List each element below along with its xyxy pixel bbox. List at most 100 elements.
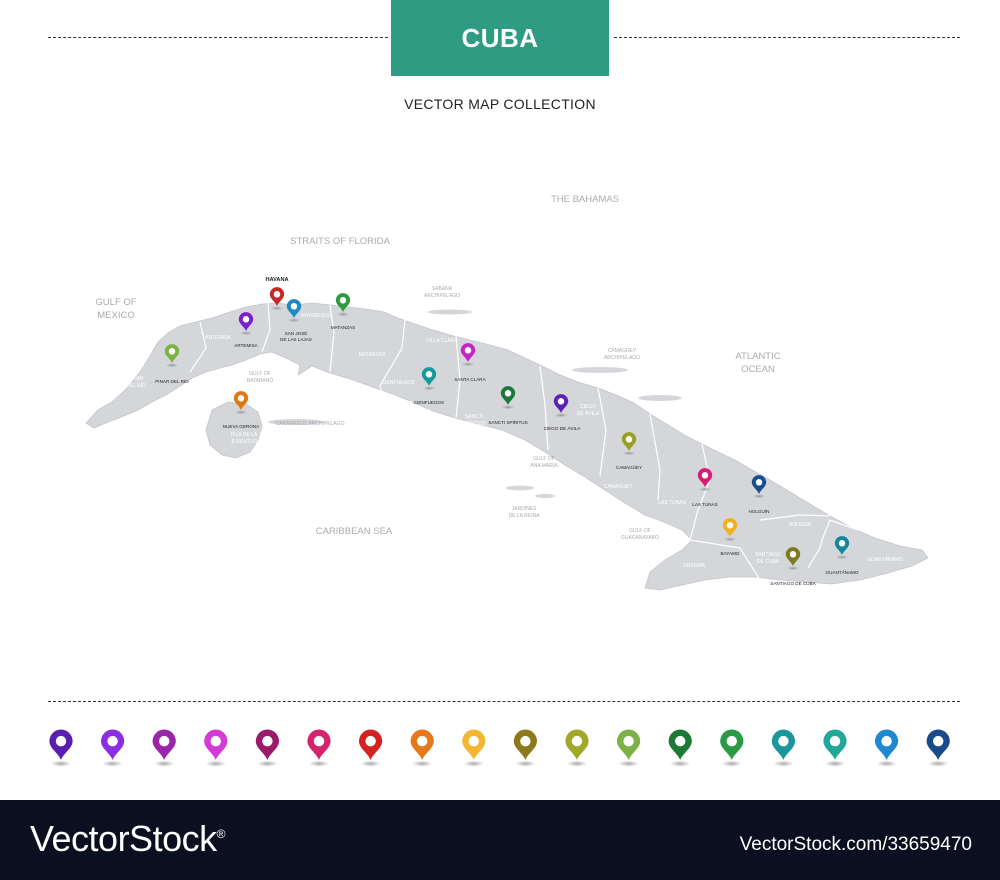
palette-pin-p06[interactable] bbox=[307, 729, 331, 767]
label-atlantic-1: ATLANTIC bbox=[735, 351, 780, 362]
palette-pin-p17[interactable] bbox=[875, 729, 899, 767]
city-label-santiago-de-cuba: SANTIAGO DE CUBA bbox=[770, 581, 816, 586]
cuba-map: THE BAHAMAS STRAITS OF FLORIDA GULF OF M… bbox=[49, 194, 950, 767]
city-pin-sancti-spiritus[interactable] bbox=[500, 386, 516, 410]
city-pin-santa-clara[interactable] bbox=[460, 343, 476, 367]
province-isla-2: JUVENTUD bbox=[231, 439, 258, 445]
label-guacanayabo-1: GULF OF bbox=[629, 528, 651, 534]
city-label-pinar-del-rio: PINAR DEL RÍO bbox=[155, 378, 189, 384]
palette-pin-p02[interactable] bbox=[101, 729, 125, 767]
footer-bar: VectorStock® VectorStock.com/33659470 bbox=[0, 800, 1000, 880]
province-las-tunas: LAS TUNAS bbox=[658, 500, 686, 506]
cuba-main-island bbox=[85, 302, 929, 591]
province-sancti-2: SPÍRITUS bbox=[462, 420, 486, 427]
label-sabana-1: SABANA bbox=[432, 286, 453, 292]
province-mayabeque: MAYABEQUE bbox=[301, 313, 333, 319]
palette-pin-p12[interactable] bbox=[617, 729, 641, 767]
palette-pin-p07[interactable] bbox=[359, 729, 383, 767]
province-pinar-2: DEL RÍO bbox=[126, 382, 146, 389]
palette-pin-p18[interactable] bbox=[926, 729, 950, 767]
city-pin-artemisa[interactable] bbox=[238, 312, 254, 336]
palette-pin-p03[interactable] bbox=[152, 729, 176, 767]
city-label-guantanamo: GUANTÁNAMO bbox=[826, 569, 859, 575]
province-ciego-1: CIEGO bbox=[580, 404, 596, 410]
top-left-dashed-line bbox=[48, 37, 388, 38]
palette-pin-p16[interactable] bbox=[823, 729, 847, 767]
registered-mark: ® bbox=[216, 827, 226, 841]
city-label-ciego-de-avila: CIEGO DE ÁVILA bbox=[544, 425, 582, 431]
map-title-banner: CUBA bbox=[391, 0, 609, 76]
city-pin-guantanamo[interactable] bbox=[834, 536, 850, 560]
label-bahamas: THE BAHAMAS bbox=[551, 194, 619, 205]
city-pin-ciego-de-avila[interactable] bbox=[553, 394, 569, 418]
province-santiago-1: SANTIAGO bbox=[755, 552, 781, 558]
province-isla-1: ISLA DE LA bbox=[231, 432, 258, 438]
province-pinar-1: PINAR bbox=[128, 376, 144, 382]
province-artemisa: ARTEMISA bbox=[205, 335, 231, 341]
palette-pin-p10[interactable] bbox=[513, 729, 537, 767]
label-gulf-of-mexico-2: MEXICO bbox=[97, 310, 134, 321]
province-sancti-1: SANCTI bbox=[465, 414, 483, 420]
city-label-bayamo: BAYAMO bbox=[721, 551, 740, 556]
province-cienfuegos: CIENFUEGOS bbox=[381, 380, 415, 386]
city-pin-nueva-gerona[interactable] bbox=[233, 391, 249, 415]
palette-pin-p05[interactable] bbox=[255, 729, 280, 767]
palette-pin-p08[interactable] bbox=[410, 729, 434, 767]
city-pin-havana[interactable] bbox=[269, 287, 285, 311]
palette-pin-p04[interactable] bbox=[204, 729, 228, 767]
city-label-matanzas: MATANZAS bbox=[331, 325, 355, 330]
brand-name: VectorStock bbox=[30, 818, 217, 859]
pin-palette bbox=[49, 729, 950, 767]
top-right-dashed-line bbox=[614, 37, 960, 38]
label-ana-maria-1: GULF OF bbox=[533, 456, 555, 462]
province-ciego-2: DE ÁVILA bbox=[577, 410, 600, 417]
label-jardines-2: DE LA REINA bbox=[509, 513, 541, 519]
city-label-holguin: HOLGUÍN bbox=[749, 508, 770, 514]
palette-pin-p13[interactable] bbox=[668, 729, 692, 767]
label-sabana-2: ARCHIPELAGO bbox=[424, 293, 460, 299]
city-pin-matanzas[interactable] bbox=[335, 293, 351, 317]
label-gulf-of-mexico-1: GULF OF bbox=[95, 297, 136, 308]
city-label-san-jose: SAN JOSÉ bbox=[285, 330, 308, 336]
image-url[interactable]: VectorStock.com/33659470 bbox=[739, 834, 972, 855]
city-pin-santiago-de-cuba[interactable] bbox=[785, 547, 801, 571]
vectorstock-logo[interactable]: VectorStock® bbox=[30, 818, 225, 860]
city-label-las-tunas: LAS TUNAS bbox=[692, 502, 717, 507]
label-camaguey-arch-1: CAMAGÜEY bbox=[608, 347, 637, 354]
city-pin-cienfuegos[interactable] bbox=[421, 367, 437, 391]
city-pin-bayamo[interactable] bbox=[722, 518, 738, 542]
label-ana-maria-2: ANA MARÍA bbox=[530, 462, 558, 469]
palette-pin-p11[interactable] bbox=[565, 729, 589, 767]
city-label-havana: HAVANA bbox=[265, 277, 288, 283]
palette-pin-p15[interactable] bbox=[771, 729, 795, 767]
water-labels: THE BAHAMAS STRAITS OF FLORIDA GULF OF M… bbox=[95, 194, 780, 541]
map-title: CUBA bbox=[461, 22, 539, 53]
bottom-dashed-line bbox=[48, 701, 960, 702]
palette-pin-p01[interactable] bbox=[49, 729, 73, 767]
province-matanzas: MATANZAS bbox=[359, 352, 386, 358]
map-subtitle: VECTOR MAP COLLECTION bbox=[404, 96, 596, 112]
city-label-sancti-spiritus: SANCTI SPÍRITUS bbox=[488, 419, 527, 425]
label-guacanayabo-2: GUACANAYABO bbox=[621, 535, 659, 541]
city-label-artemisa: ARTEMISA bbox=[234, 343, 258, 348]
label-jardines-1: JARDINES bbox=[512, 506, 537, 512]
city-pin-san-jose[interactable] bbox=[286, 299, 302, 323]
province-guantanamo: GUANTÁNAMO bbox=[867, 556, 903, 563]
province-borders bbox=[189, 302, 859, 581]
label-caribbean-sea: CARIBBEAN SEA bbox=[316, 526, 393, 537]
province-granma: GRANMA bbox=[683, 563, 706, 569]
city-pin-las-tunas[interactable] bbox=[697, 468, 713, 492]
palette-pin-p14[interactable] bbox=[720, 729, 744, 767]
city-pin-camaguey[interactable] bbox=[621, 432, 637, 456]
city-pin-pinar-del-rio[interactable] bbox=[164, 344, 180, 368]
city-label-cienfuegos: CIENFUEGOS bbox=[414, 400, 444, 405]
label-straits-florida: STRAITS OF FLORIDA bbox=[290, 236, 390, 247]
label-batabano-2: BATABANÓ bbox=[247, 377, 274, 384]
province-holguin: HOLGUÍN bbox=[789, 521, 812, 528]
city-label-camaguey: CAMAGÜEY bbox=[616, 464, 642, 470]
palette-pin-p09[interactable] bbox=[462, 729, 486, 767]
province-camaguey: CAMAGÜEY bbox=[604, 483, 633, 490]
province-labels: PINAR DEL RÍO ARTEMISA MAYABEQUE MATANZA… bbox=[126, 313, 903, 569]
city-pin-holguin[interactable] bbox=[751, 475, 767, 499]
